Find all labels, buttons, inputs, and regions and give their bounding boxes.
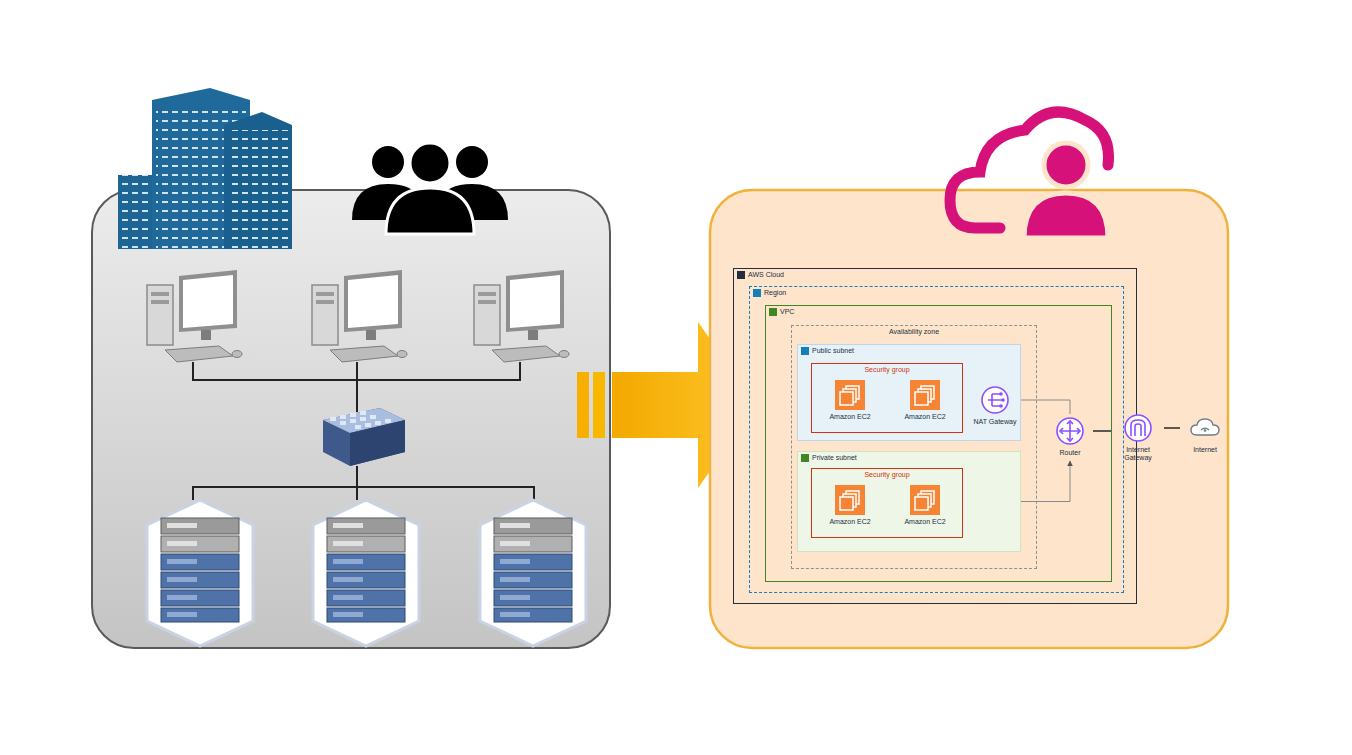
internet-cloud: Internet xyxy=(1180,411,1230,459)
ec2-instance: Amazon EC2 xyxy=(822,483,878,535)
group-icon xyxy=(801,454,809,462)
group-heading: VPC xyxy=(769,308,794,316)
icon-label: Amazon EC2 xyxy=(897,518,953,526)
icon-label: Router xyxy=(1047,449,1093,457)
router: Router xyxy=(1047,414,1093,461)
ec2-instance: Amazon EC2 xyxy=(822,378,878,430)
icon-label: Amazon EC2 xyxy=(822,518,878,526)
zone-group: Availability zonePublic subnetSecurity g… xyxy=(791,325,1037,569)
region-group: RegionVPC Availability zonePublic subnetS… xyxy=(749,286,1124,593)
icon-label: NAT Gateway xyxy=(969,418,1021,426)
router-icon xyxy=(1047,416,1093,446)
igw-icon xyxy=(1112,413,1164,443)
group-label: Availability zone xyxy=(792,328,1036,336)
group-label: Region xyxy=(764,289,786,297)
group-label: Security group xyxy=(812,471,962,479)
group-label: AWS Cloud xyxy=(748,271,784,279)
group-label: Public subnet xyxy=(812,347,854,355)
icon-label: Amazon EC2 xyxy=(822,413,878,421)
nat-gateway: NAT Gateway xyxy=(969,383,1021,431)
subnet-box: Public subnetSecurity groupAmazon EC2 Ama… xyxy=(797,344,1021,441)
group-icon xyxy=(801,347,809,355)
internet-icon xyxy=(1180,413,1230,443)
icon-label: Internet Gateway xyxy=(1112,446,1164,461)
group-heading: Private subnet xyxy=(801,454,857,462)
internet-gateway: Internet Gateway xyxy=(1112,411,1164,467)
cloud-group: AWS CloudRegionVPC Availability zonePubli… xyxy=(733,268,1137,604)
group-label: Security group xyxy=(812,366,962,374)
subnet-box: Private subnetSecurity groupAmazon EC2 Am… xyxy=(797,451,1021,552)
connector xyxy=(1164,427,1180,429)
vpc-group: VPC Availability zonePublic subnetSecurit… xyxy=(765,305,1112,582)
security-group: Security groupAmazon EC2 Amazon EC2 xyxy=(811,363,963,433)
group-icon xyxy=(769,308,777,316)
ec2-icon xyxy=(822,380,878,410)
icon-label: Internet xyxy=(1180,446,1230,454)
ec2-icon xyxy=(897,380,953,410)
ec2-icon xyxy=(822,485,878,515)
group-heading: Public subnet xyxy=(801,347,854,355)
connector xyxy=(1021,461,1070,502)
group-icon xyxy=(753,289,761,297)
connector xyxy=(1093,430,1112,432)
nat-icon xyxy=(969,385,1021,415)
security-group: Security groupAmazon EC2 Amazon EC2 xyxy=(811,468,963,538)
group-heading: Region xyxy=(753,289,786,297)
icon-label: Amazon EC2 xyxy=(897,413,953,421)
group-heading: AWS Cloud xyxy=(737,271,784,279)
group-icon xyxy=(737,271,745,279)
group-label: VPC xyxy=(780,308,794,316)
ec2-instance: Amazon EC2 xyxy=(897,483,953,535)
ec2-instance: Amazon EC2 xyxy=(897,378,953,430)
connector xyxy=(1021,400,1070,414)
ec2-icon xyxy=(897,485,953,515)
group-label: Private subnet xyxy=(812,454,857,462)
